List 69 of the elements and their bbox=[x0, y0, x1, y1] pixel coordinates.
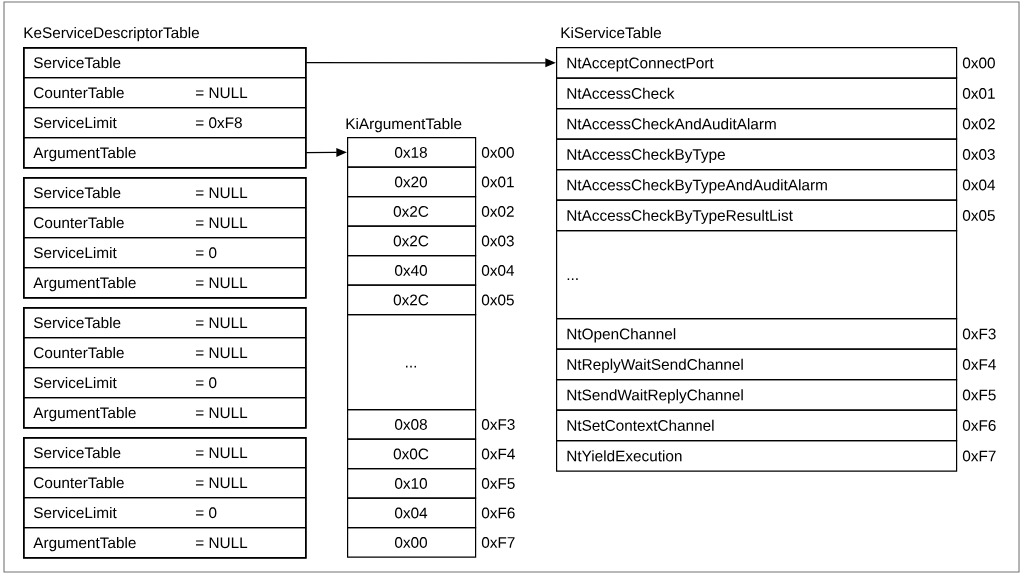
table-heading: KeServiceDescriptorTable bbox=[24, 26, 199, 42]
index-label: 0xF5 bbox=[481, 478, 515, 489]
index-label: 0x02 bbox=[962, 118, 995, 130]
table-cell: NtAccessCheckAndAuditAlarm bbox=[556, 108, 958, 140]
table-cell: 0x2C bbox=[347, 284, 477, 316]
index-label: 0x00 bbox=[962, 57, 995, 69]
index-label: 0xF7 bbox=[481, 537, 515, 548]
table-row: ServiceLimit = 0 bbox=[23, 367, 307, 399]
table-block bbox=[23, 307, 307, 429]
table-cell: NtAcceptConnectPort bbox=[556, 47, 958, 79]
table-row: ServiceTable = NULL bbox=[23, 307, 307, 339]
table-cell: NtSetContextChannel bbox=[556, 409, 958, 442]
table-cell: NtOpenChannel bbox=[556, 318, 958, 350]
index-label: 0xF4 bbox=[481, 448, 515, 460]
index-label: 0xF6 bbox=[962, 420, 996, 431]
index-label: 0x02 bbox=[481, 206, 514, 217]
table-row: ServiceTable bbox=[23, 47, 307, 79]
table-row: CounterTable = NULL bbox=[23, 467, 307, 499]
index-label: 0xF5 bbox=[962, 389, 996, 401]
table-row: ServiceLimit = 0 bbox=[23, 237, 307, 269]
table-row: ArgumentTable = NULL bbox=[23, 527, 307, 559]
table-cell: ... bbox=[556, 230, 958, 320]
index-label: 0x00 bbox=[481, 147, 514, 158]
index-label: 0xF6 bbox=[481, 507, 515, 519]
table-heading: KiArgumentTable bbox=[346, 117, 462, 133]
table-cell: NtAccessCheckByTypeResultList bbox=[556, 199, 958, 232]
table-cell: 0x00 bbox=[347, 527, 477, 558]
index-label: 0x01 bbox=[962, 88, 995, 99]
index-label: 0x03 bbox=[962, 149, 995, 160]
index-label: 0x05 bbox=[481, 294, 514, 306]
table-cell: 0x08 bbox=[347, 409, 477, 440]
table-row: ServiceLimit = 0xF8 bbox=[23, 107, 307, 139]
table-row: CounterTable = NULL bbox=[23, 77, 307, 109]
table-cell: NtReplyWaitSendChannel bbox=[556, 348, 958, 381]
table-cell: 0x40 bbox=[347, 255, 477, 286]
table-row: ServiceLimit = 0 bbox=[23, 497, 307, 529]
table-cell: NtYieldExecution bbox=[556, 440, 958, 472]
table-cell: 0x2C bbox=[347, 196, 477, 227]
table-row: ArgumentTable = NULL bbox=[23, 397, 307, 429]
index-label: 0xF3 bbox=[481, 419, 515, 430]
index-label: 0x05 bbox=[962, 210, 995, 221]
table-heading: KiServiceTable bbox=[561, 26, 661, 39]
index-label: 0xF3 bbox=[962, 328, 996, 340]
table-block bbox=[23, 437, 307, 559]
table-cell: 0x20 bbox=[347, 166, 477, 198]
table-row: ArgumentTable bbox=[23, 137, 307, 169]
index-label: 0xF7 bbox=[962, 450, 996, 462]
table-row: CounterTable = NULL bbox=[23, 207, 307, 239]
table-row: ArgumentTable = NULL bbox=[23, 267, 307, 299]
table-cell: 0x0C bbox=[347, 438, 477, 470]
table-block bbox=[23, 177, 307, 299]
table-cell: ... bbox=[347, 314, 477, 411]
index-label: 0xF4 bbox=[962, 359, 996, 370]
table-row: CounterTable = NULL bbox=[23, 337, 307, 369]
table-cell: NtSendWaitReplyChannel bbox=[556, 379, 958, 411]
table-cell: 0x04 bbox=[347, 497, 477, 529]
table-cell: NtAccessCheckByTypeAndAuditAlarm bbox=[556, 169, 958, 201]
table-row: ServiceTable = NULL bbox=[23, 437, 307, 469]
table-cell: NtAccessCheckByType bbox=[556, 138, 958, 171]
index-label: 0x04 bbox=[481, 265, 515, 276]
index-label: 0x03 bbox=[481, 235, 514, 247]
table-cell: NtAccessCheck bbox=[556, 77, 958, 110]
table-cell: 0x10 bbox=[347, 468, 477, 499]
table-row: ServiceTable = NULL bbox=[23, 177, 307, 209]
index-label: 0x04 bbox=[962, 179, 996, 191]
table-block bbox=[23, 47, 307, 169]
index-label: 0x01 bbox=[481, 176, 514, 188]
table-cell: 0x18 bbox=[347, 137, 477, 168]
table-cell: 0x2C bbox=[347, 225, 477, 257]
